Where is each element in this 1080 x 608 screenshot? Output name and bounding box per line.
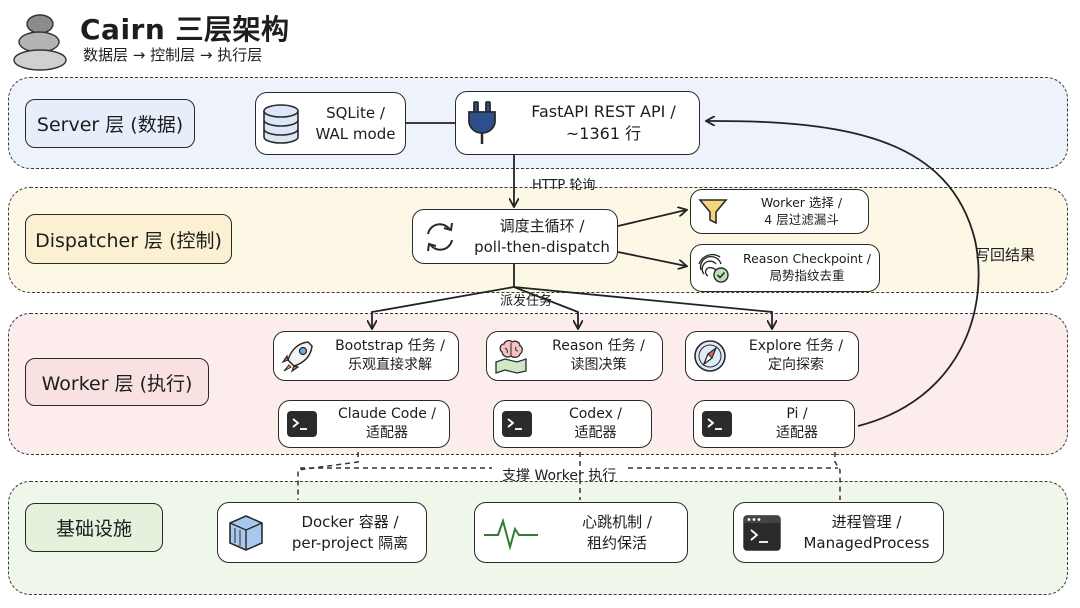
reason-line1: Reason 任务 / (552, 338, 645, 355)
claude-code-line1: Claude Code / (337, 406, 437, 423)
fastapi-line2: ~1361 行 (565, 124, 642, 143)
database-icon (256, 103, 306, 145)
reason-task-text: Reason 任务 / 读图决策 (535, 337, 662, 375)
cycle-arrows-icon (413, 219, 467, 255)
rocket-icon (274, 338, 322, 374)
reason-task-node: Reason 任务 / 读图决策 (486, 331, 663, 381)
cairn-stones-logo-icon (13, 14, 67, 71)
fingerprint-check-icon (691, 252, 735, 284)
dispatch-loop-node: 调度主循环 / poll-then-dispatch (412, 209, 618, 264)
heartbeat-icon (475, 515, 547, 551)
pi-text: Pi / 适配器 (740, 405, 854, 443)
process-mgmt-line2: ManagedProcess (803, 533, 930, 552)
fastapi-line1: FastAPI REST API / (531, 102, 676, 122)
plug-icon (456, 101, 508, 145)
explore-line1: Explore 任务 / (748, 338, 844, 355)
dispatch-loop-line2: poll-then-dispatch (474, 237, 610, 256)
bootstrap-line2: 乐观直接求解 (348, 357, 432, 373)
docker-text: Docker 容器 / per-project 隔离 (274, 512, 426, 553)
reason-line2: 读图决策 (570, 357, 627, 373)
process-mgmt-line1: 进程管理 / (831, 513, 902, 532)
codex-adapter-node: Codex / 适配器 (493, 400, 652, 448)
pi-line1: Pi / (786, 406, 808, 423)
sqlite-node-text: SQLite / WAL mode (306, 103, 405, 144)
fastapi-node: FastAPI REST API / ~1361 行 (455, 91, 700, 155)
worker-layer-label: Worker 层 (执行) (25, 358, 209, 406)
heartbeat-text: 心跳机制 / 租约保活 (547, 512, 687, 553)
sqlite-line1: SQLite / (326, 104, 385, 123)
explore-task-text: Explore 任务 / 定向探索 (734, 337, 858, 375)
docker-line1: Docker 容器 / (301, 513, 399, 532)
dispatcher-layer-label: Dispatcher 层 (控制) (25, 214, 232, 264)
terminal-icon (279, 410, 325, 438)
bootstrap-task-text: Bootstrap 任务 / 乐观直接求解 (322, 337, 458, 375)
explore-task-node: Explore 任务 / 定向探索 (685, 331, 859, 381)
terminal-icon (694, 410, 740, 438)
worker-select-line2: 4 层过滤漏斗 (764, 211, 839, 227)
server-layer-label: Server 层 (数据) (25, 99, 195, 148)
codex-text: Codex / 适配器 (540, 405, 651, 443)
http-poll-label: HTTP 轮询 (532, 178, 596, 193)
pi-adapter-node: Pi / 适配器 (693, 400, 855, 448)
claude-code-text: Claude Code / 适配器 (325, 405, 449, 443)
codex-line1: Codex / (568, 406, 623, 423)
support-worker-label: 支撑 Worker 执行 (502, 468, 617, 484)
pi-line2: 适配器 (776, 425, 818, 441)
docker-line2: per-project 隔离 (291, 533, 409, 552)
claude-code-adapter-node: Claude Code / 适配器 (278, 400, 450, 448)
codex-line2: 适配器 (574, 425, 617, 441)
worker-select-line1: Worker 选择 / (760, 194, 843, 210)
brain-map-icon (487, 338, 535, 374)
docker-node: Docker 容器 / per-project 隔离 (217, 502, 427, 563)
reason-checkpoint-node: Reason Checkpoint / 局势指纹去重 (690, 244, 880, 292)
reason-checkpoint-line2: 局势指纹去重 (769, 268, 845, 283)
compass-icon (686, 338, 734, 374)
dispatch-loop-text: 调度主循环 / poll-then-dispatch (467, 216, 617, 257)
infrastructure-layer-label: 基础设施 (25, 503, 163, 552)
funnel-icon (691, 197, 735, 227)
terminal-icon (494, 410, 540, 438)
reason-checkpoint-line1: Reason Checkpoint / (742, 251, 872, 267)
heartbeat-node: 心跳机制 / 租约保活 (474, 502, 688, 563)
bootstrap-line1: Bootstrap 任务 / (335, 338, 445, 355)
explore-line2: 定向探索 (768, 357, 824, 373)
sqlite-line2: WAL mode (315, 124, 396, 143)
terminal-window-icon (734, 514, 790, 552)
diagram-subtitle: 数据层 → 控制层 → 执行层 (83, 46, 263, 64)
diagram-title: Cairn 三层架构 (80, 13, 290, 46)
dispatch-task-label: 派发任务 (500, 294, 553, 309)
heartbeat-line1: 心跳机制 / (582, 513, 652, 532)
dispatch-loop-line1: 调度主循环 / (499, 217, 585, 236)
heartbeat-line2: 租约保活 (586, 533, 647, 552)
process-management-node: 进程管理 / ManagedProcess (733, 502, 944, 563)
worker-select-node: Worker 选择 / 4 层过滤漏斗 (690, 189, 869, 234)
write-back-label: 写回结果 (975, 246, 1036, 264)
container-box-icon (218, 513, 274, 553)
fastapi-node-text: FastAPI REST API / ~1361 行 (508, 101, 699, 144)
worker-select-text: Worker 选择 / 4 层过滤漏斗 (735, 195, 868, 229)
reason-checkpoint-text: Reason Checkpoint / 局势指纹去重 (735, 251, 879, 285)
sqlite-node: SQLite / WAL mode (255, 92, 406, 155)
process-management-text: 进程管理 / ManagedProcess (790, 512, 943, 553)
claude-code-line2: 适配器 (366, 425, 408, 441)
bootstrap-task-node: Bootstrap 任务 / 乐观直接求解 (273, 331, 459, 381)
